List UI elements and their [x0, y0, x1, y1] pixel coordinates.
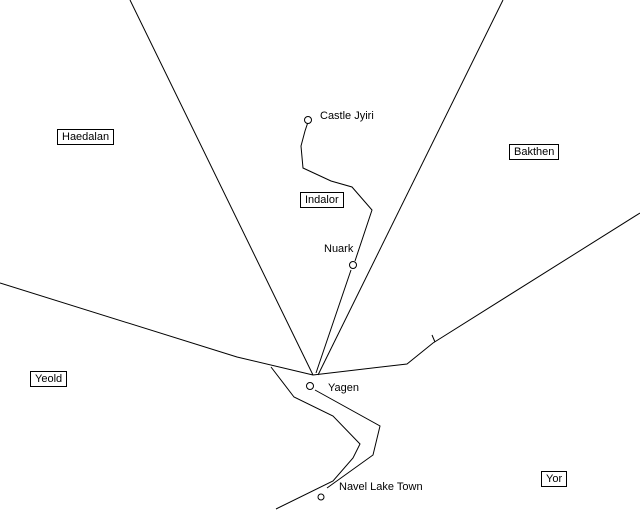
town-marker-yagen[interactable]	[306, 382, 314, 390]
border-line-west	[129, 0, 314, 376]
river-west-bank	[270, 366, 361, 510]
road-castle-nuark	[300, 121, 373, 262]
border-line-southwest	[0, 282, 314, 376]
region-label-haedalan[interactable]: Haedalan	[57, 129, 115, 145]
border-line-southeast	[312, 212, 640, 376]
region-label-yor[interactable]: Yor	[541, 471, 568, 487]
road-nuark-yagen	[315, 269, 352, 374]
region-label-yeold[interactable]: Yeold	[30, 371, 68, 387]
town-label-yagen: Yagen	[328, 382, 359, 394]
region-label-bakthen[interactable]: Bakthen	[509, 144, 560, 160]
region-label-indalor[interactable]: Indalor	[300, 192, 344, 208]
border-line-east	[317, 0, 504, 376]
town-marker-nuark[interactable]	[349, 261, 357, 269]
town-label-castle-jyiri: Castle Jyiri	[320, 110, 374, 122]
town-marker-castle-jyiri[interactable]	[304, 116, 312, 124]
town-label-nuark: Nuark	[324, 243, 354, 255]
river-east-bank	[314, 389, 381, 489]
town-label-navel-lake-town: Navel Lake Town	[339, 481, 423, 493]
town-marker-navel-lake-town[interactable]	[317, 493, 325, 501]
border-tick	[431, 334, 436, 343]
